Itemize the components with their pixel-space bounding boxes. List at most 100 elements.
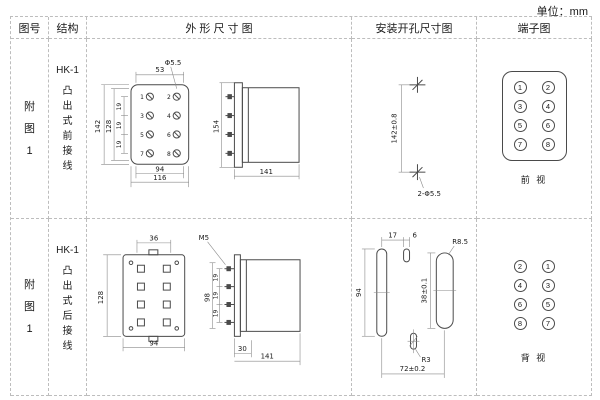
dim-142: 142 — [94, 120, 102, 133]
terminal-circle: 5 — [513, 119, 527, 132]
dim-116: 116 — [153, 174, 166, 182]
terminal-number: 5 — [545, 299, 551, 309]
unit-label: 单位：mm — [536, 6, 588, 18]
terminal-number: 1 — [545, 261, 551, 271]
dim-94: 94 — [149, 339, 158, 347]
dim-142-0-8: 142±0.8 — [391, 113, 399, 143]
outline-drawing-front-wiring: 53 Φ5.5 142 128 19 19 19 94 116 154 141 … — [94, 59, 300, 188]
dim-128: 128 — [97, 291, 105, 304]
fig-no-cell-row1: 附图1 — [11, 39, 49, 219]
terminal-number: 3 — [545, 280, 551, 290]
dimension-lines — [103, 239, 301, 366]
terminal-no-4: 4 — [167, 113, 171, 120]
dimension-lines — [361, 237, 455, 378]
header-fig-no: 图号 — [11, 17, 49, 39]
header-mounting: 安装开孔尺寸图 — [352, 17, 477, 39]
terminal-circle: 7 — [541, 316, 555, 330]
terminal-diagram-cell-row1: 1 3 5 7 2 4 6 8 前 视 — [477, 39, 592, 219]
terminal-circle: 5 — [541, 297, 555, 311]
dimension-labels: 36 128 94 M5 98 19 19 19 30 141 — [97, 234, 274, 361]
terminal-circle: 4 — [541, 100, 555, 113]
relay-side-body — [233, 82, 300, 168]
dim-19-b: 19 — [116, 122, 123, 130]
dim-94: 94 — [155, 165, 164, 173]
centerlines — [373, 290, 457, 354]
dim-19-b: 19 — [213, 292, 220, 300]
terminal-circle: 4 — [513, 278, 527, 292]
mounting-slots — [376, 248, 454, 350]
outline-cell-row1: 53 Φ5.5 142 128 19 19 19 94 116 154 141 … — [87, 39, 352, 219]
dim-30: 30 — [238, 345, 247, 353]
dim-38-0-1: 38±0.1 — [420, 278, 428, 304]
fig-no: 附图1 — [24, 279, 35, 335]
dim-154: 154 — [213, 119, 221, 133]
terminal-number: 2 — [545, 83, 551, 92]
dim-phi-5-5: Φ5.5 — [165, 59, 182, 67]
terminal-column-left: 2 4 6 8 — [513, 259, 527, 330]
dim-98: 98 — [204, 293, 212, 302]
spec-table: 图号 结构 外 形 尺 寸 图 安装开孔尺寸图 端子图 附图1 HK-1 凸出式… — [10, 16, 592, 396]
header-terminal: 端子图 — [477, 17, 592, 39]
terminal-column-right: 1 3 5 7 — [541, 259, 555, 330]
mounting-cell-row1: 142±0.8 2-Φ5.5 — [352, 39, 477, 219]
dim-72-0-2: 72±0.2 — [400, 365, 426, 373]
dim-141: 141 — [261, 353, 274, 361]
terminal-circle: 8 — [513, 316, 527, 330]
holes-label-2-phi5-5: 2-Φ5.5 — [417, 190, 440, 198]
dim-17: 17 — [388, 232, 397, 240]
outline-drawing-rear-wiring: 36 128 94 M5 98 19 19 19 30 141 — [97, 234, 301, 366]
dimension-labels: 53 Φ5.5 142 128 19 19 19 94 116 154 141 … — [94, 59, 273, 182]
dim-r3: R3 — [421, 356, 430, 364]
terminal-circle: 2 — [541, 81, 555, 94]
model-name: HK-1 — [56, 245, 79, 256]
terminal-column-right: 2 4 6 8 — [541, 81, 555, 151]
terminal-number: 3 — [517, 102, 523, 111]
relay-front-body — [130, 84, 190, 165]
dimension-labels: 17 6 94 R8.5 38±0.1 72±0.2 R3 — [355, 232, 468, 373]
dim-141: 141 — [260, 168, 273, 176]
dim-19-a: 19 — [116, 103, 123, 111]
terminal-number: 4 — [545, 102, 551, 111]
terminal-circle: 3 — [541, 278, 555, 292]
terminal-number: 6 — [545, 121, 551, 130]
terminal-circle: 2 — [513, 259, 527, 273]
relay-rear-body — [122, 249, 186, 342]
side-terminal-studs — [224, 266, 235, 325]
terminal-screws — [145, 92, 181, 158]
terminal-no-2: 2 — [167, 94, 171, 101]
dimension-labels: 142±0.8 2-Φ5.5 — [391, 113, 441, 198]
model-name: HK-1 — [56, 65, 79, 76]
terminal-number: 7 — [517, 140, 523, 149]
dimension-lines — [101, 66, 300, 188]
terminal-no-3: 3 — [140, 113, 144, 120]
terminal-no-1: 1 — [140, 94, 144, 101]
wiring-type: 凸出式前接线 — [62, 86, 73, 172]
outline-cell-row2: 36 128 94 M5 98 19 19 19 30 141 — [87, 219, 352, 396]
terminal-number: 4 — [517, 280, 523, 290]
terminal-number: 1 — [517, 83, 523, 92]
dim-6: 6 — [413, 232, 417, 240]
terminal-circle: 6 — [541, 119, 555, 132]
dim-128: 128 — [105, 120, 113, 133]
mounting-hole-marks — [409, 76, 426, 181]
terminal-number: 8 — [545, 140, 551, 149]
mounting-drawing-rear-wiring: 17 6 94 R8.5 38±0.1 72±0.2 R3 — [355, 232, 468, 378]
dim-94: 94 — [355, 288, 363, 297]
view-label-front: 前 视 — [520, 175, 548, 185]
terminal-column-left: 1 3 5 7 — [513, 81, 527, 151]
side-terminal-studs — [225, 94, 235, 156]
terminal-number: 8 — [517, 318, 523, 328]
dim-36: 36 — [149, 234, 158, 242]
terminal-circle: 1 — [513, 81, 527, 94]
terminal-squares — [136, 264, 171, 327]
terminal-circle: 6 — [513, 297, 527, 311]
terminal-block: 1 3 5 7 2 4 6 8 — [501, 71, 567, 161]
terminal-number: 5 — [517, 121, 523, 130]
structure-cell-row2: HK-1 凸出式后接线 — [49, 219, 87, 396]
wiring-type: 凸出式后接线 — [62, 266, 73, 352]
structure-cell-row1: HK-1 凸出式前接线 — [49, 39, 87, 219]
terminal-no-7: 7 — [140, 151, 144, 158]
terminal-diagram-cell-row2: 2 4 6 8 1 3 5 7 背 视 — [477, 219, 592, 396]
terminal-no-8: 8 — [167, 151, 171, 158]
